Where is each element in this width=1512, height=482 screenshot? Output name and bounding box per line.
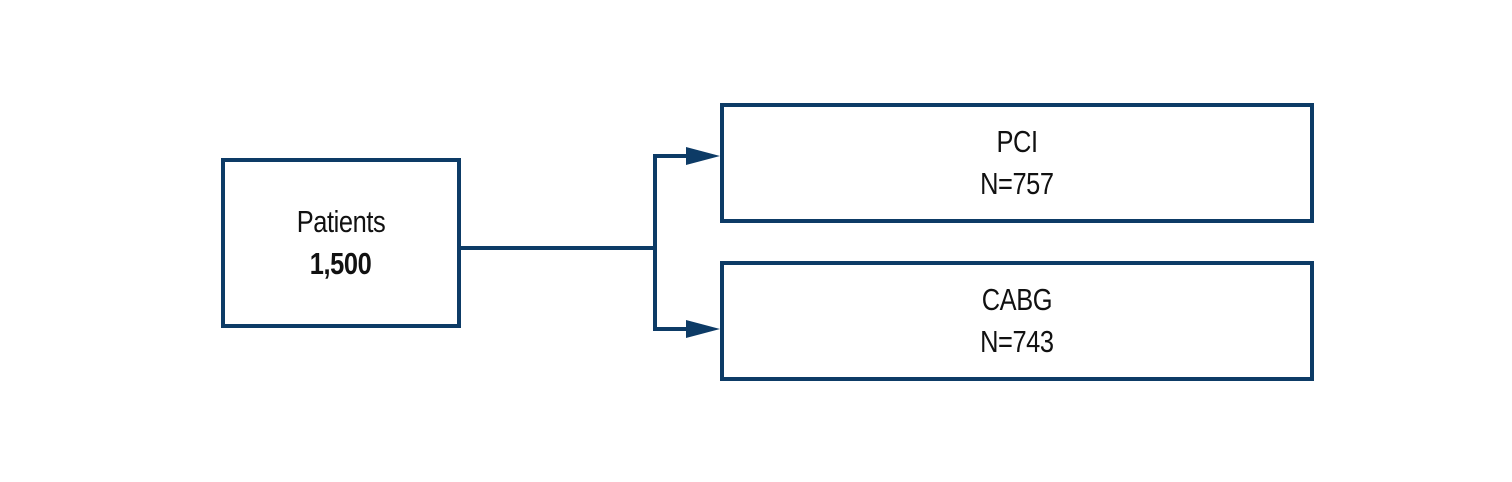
cabg-arrowhead xyxy=(686,320,720,338)
cabg-label: CABG xyxy=(981,282,1053,317)
pci-arrowhead xyxy=(686,147,720,165)
pci-label: PCI xyxy=(996,124,1038,159)
cabg-count: N=743 xyxy=(980,324,1054,359)
patients-label: Patients xyxy=(296,204,386,239)
patients-box: Patients 1,500 xyxy=(221,158,461,328)
pci-count: N=757 xyxy=(980,166,1054,201)
pci-box: PCI N=757 xyxy=(720,103,1314,223)
patients-count: 1,500 xyxy=(310,246,372,281)
cabg-box: CABG N=743 xyxy=(720,261,1314,381)
